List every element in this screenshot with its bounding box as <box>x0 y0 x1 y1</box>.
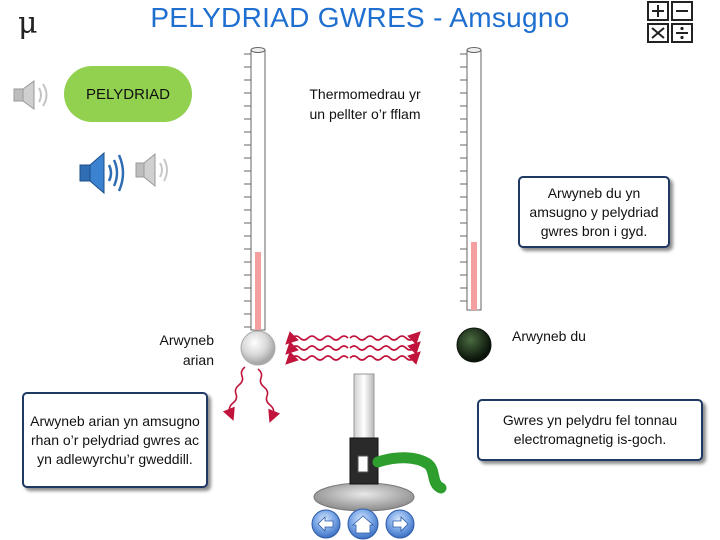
speaker-icon[interactable] <box>78 150 128 196</box>
callout-silver-surface-text: Arwyneb arian yn amsugno rhan o’r pelydr… <box>30 412 200 467</box>
sound-icon[interactable] <box>134 150 174 190</box>
thermometer-left <box>244 47 266 331</box>
callout-heat-waves-text: Gwres yn pelydru fel tonnau electromagne… <box>502 412 678 447</box>
callout-black-surface: Arwyneb du yn amsugno y pelydriad gwres … <box>518 176 670 248</box>
callout-silver-surface: Arwyneb arian yn amsugno rhan o’r pelydr… <box>22 392 208 488</box>
topic-button-label: PELYDRIAD <box>86 85 170 103</box>
thermometer-note: Thermomedrau yr un pellter o’r fflam <box>309 86 421 122</box>
mercury-column-left <box>255 252 261 330</box>
math-operations-icon[interactable] <box>640 0 704 46</box>
black-surface-bulb <box>456 327 492 363</box>
topic-button-pelydriad[interactable]: PELYDRIAD <box>64 66 192 122</box>
arrow-right-icon[interactable] <box>385 509 415 539</box>
sound-icon[interactable] <box>12 78 54 112</box>
callout-heat-waves: Gwres yn pelydru fel tonnau electromagne… <box>477 399 703 461</box>
thermometer-right <box>460 47 482 311</box>
page-title: PELYDRIAD GWRES - Amsugno <box>150 2 570 33</box>
callout-black-surface-text: Arwyneb du yn amsugno y pelydriad gwres … <box>529 184 659 239</box>
silver-surface-bulb <box>240 330 276 366</box>
mercury-column-right <box>471 242 477 310</box>
mu-symbol: μ <box>18 6 38 41</box>
home-icon[interactable] <box>347 508 379 540</box>
navigation-bar <box>311 508 415 540</box>
heat-waves <box>222 331 421 423</box>
arrow-left-icon[interactable] <box>311 509 341 539</box>
bunsen-burner <box>313 373 447 512</box>
black-surface-label: Arwyneb du <box>512 328 586 344</box>
silver-surface-label: Arwyneb arian <box>159 332 214 368</box>
